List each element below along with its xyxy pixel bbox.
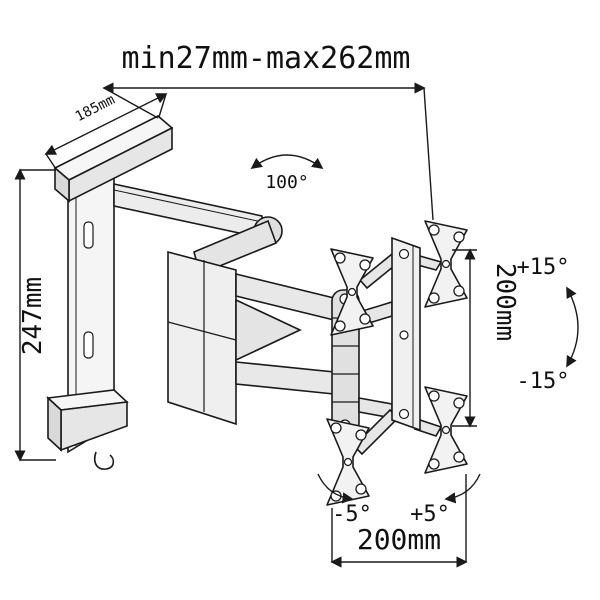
wall-plate xyxy=(46,115,174,470)
pan-left-label: -5° xyxy=(332,502,372,527)
dimension-vesa-height: 200mm xyxy=(452,248,520,428)
extension-range-label: min27mm-max262mm xyxy=(122,41,411,76)
annotation-swivel-angle: 100° xyxy=(250,154,324,193)
arm-body xyxy=(167,250,237,426)
swivel-angle-label: 100° xyxy=(265,172,308,193)
vesa-width-label: 200mm xyxy=(357,523,441,556)
tilt-down-label: -15° xyxy=(517,369,570,394)
tilt-arc-arrow xyxy=(566,286,579,368)
pan-right-label: +5° xyxy=(410,502,450,527)
tilt-up-label: +15° xyxy=(517,255,570,280)
dimension-wall-plate-height: 247mm xyxy=(14,168,56,462)
wall-plate-height-label: 247mm xyxy=(18,277,48,355)
dimension-extension-range: min27mm-max262mm xyxy=(102,41,434,221)
dimension-vesa-width: 200mm xyxy=(330,474,468,568)
vesa-plate xyxy=(326,220,468,506)
cable-hook xyxy=(93,451,115,470)
mounting-slot xyxy=(83,331,94,359)
mounting-slot xyxy=(83,221,94,249)
annotation-pan: -5° +5° xyxy=(317,473,481,527)
vesa-height-label: 200mm xyxy=(490,263,520,341)
pan-right-arrow xyxy=(444,473,481,504)
articulating-arm xyxy=(113,183,335,426)
wall-plate-width-label: 185mm xyxy=(73,92,118,125)
annotation-tilt: +15° -15° xyxy=(517,255,579,394)
pan-left-arrow xyxy=(317,473,354,504)
wall-plate-bottom-flange xyxy=(46,389,129,452)
